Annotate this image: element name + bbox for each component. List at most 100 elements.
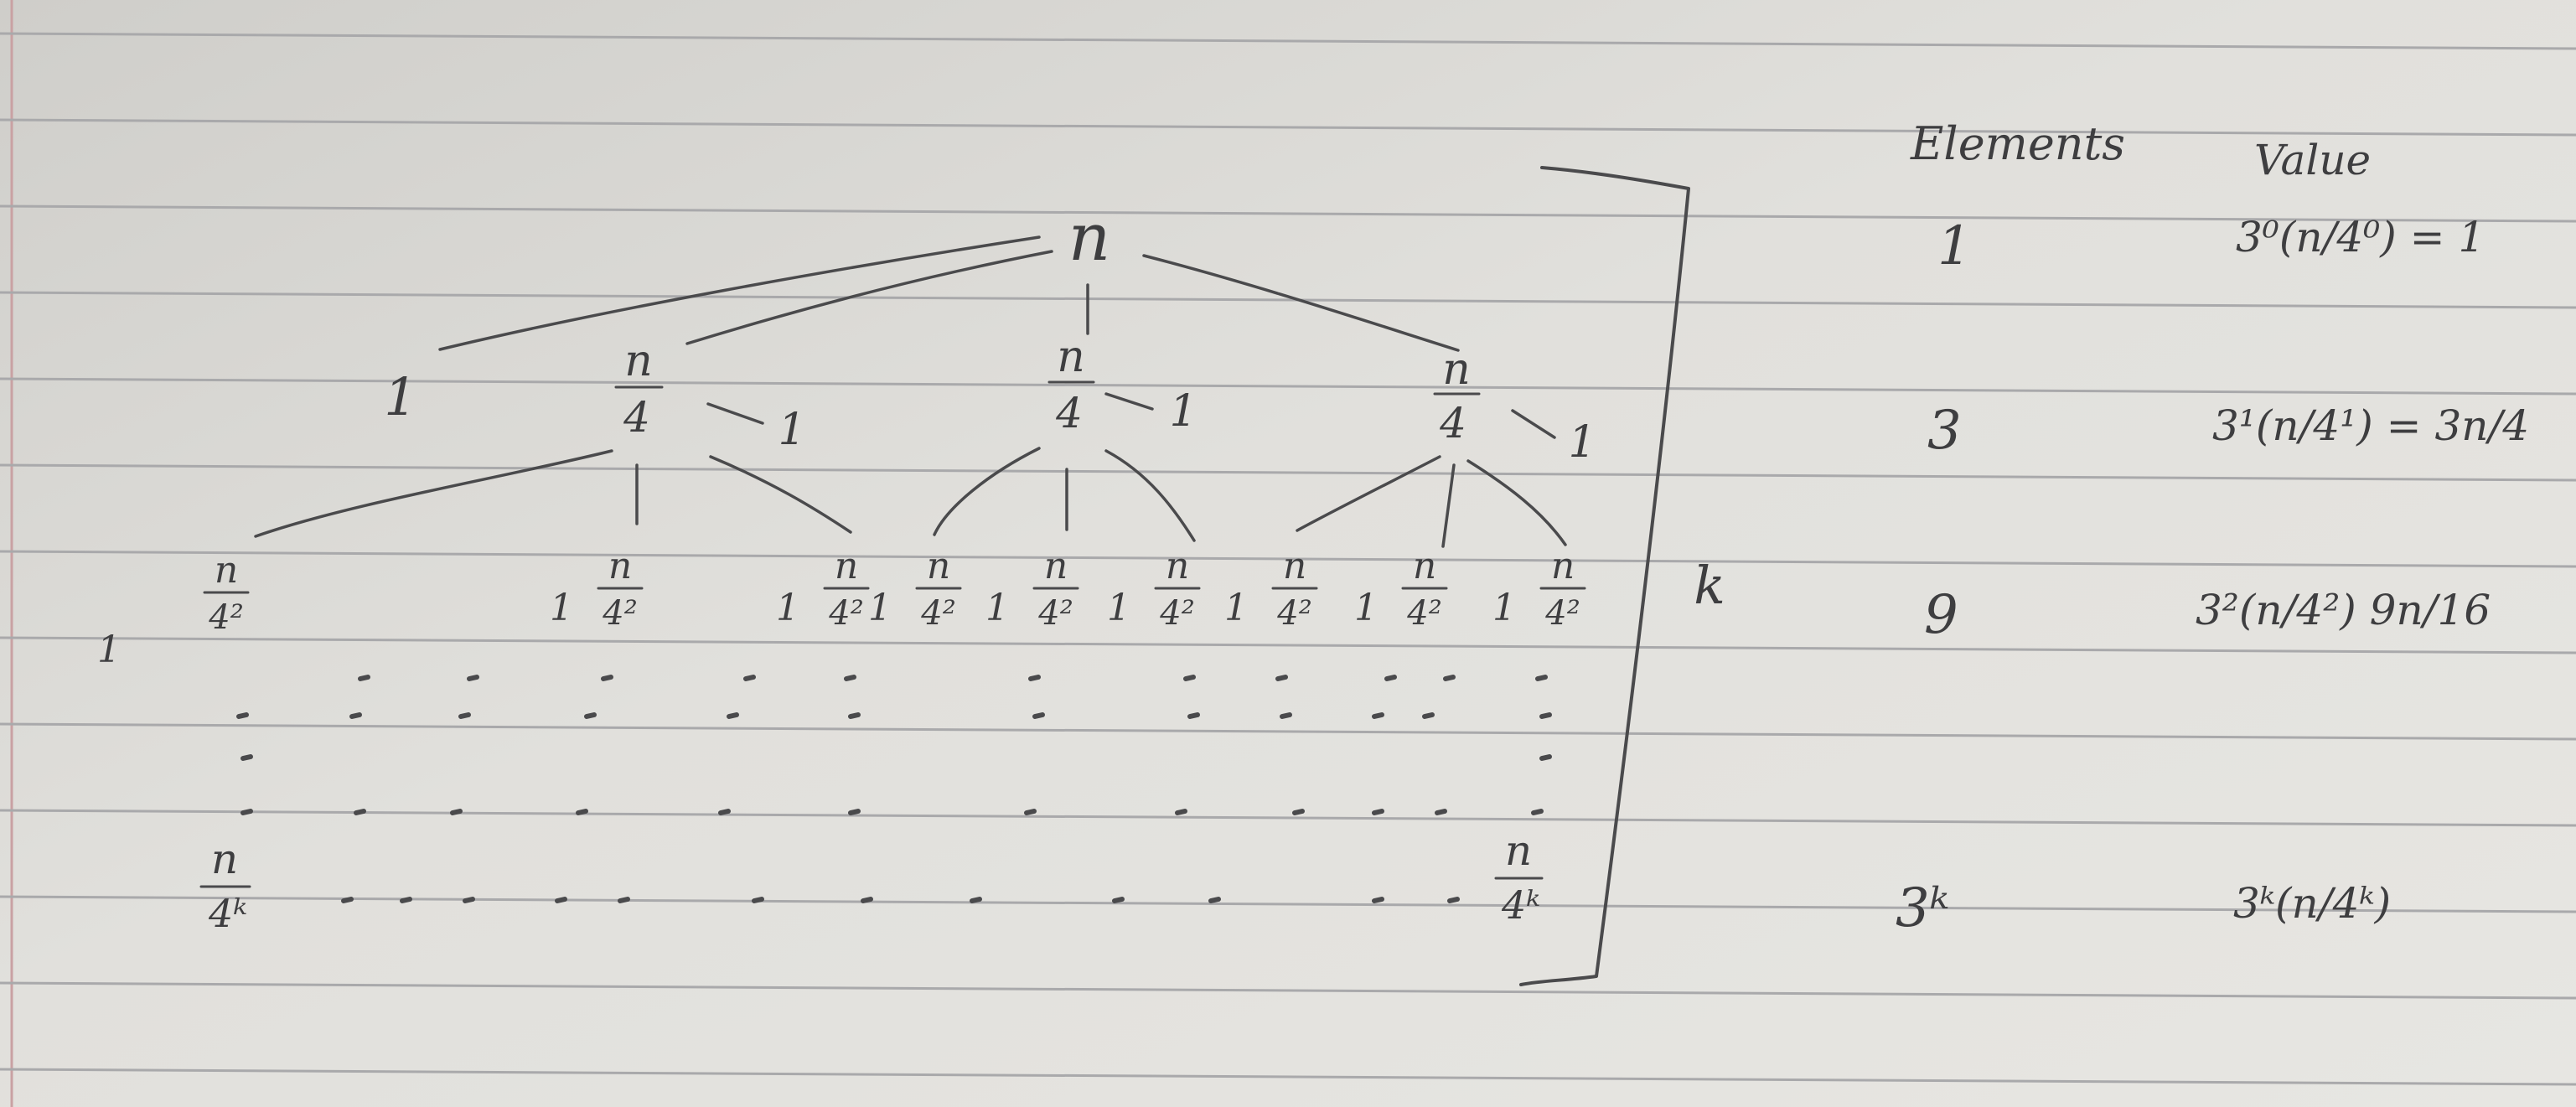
lk-node-right: n 4ᵏ [1494,826,1544,928]
ellipsis-dot [848,712,861,719]
ellipsis-dot [458,712,471,719]
l2-node-num: n [1413,545,1436,587]
ellipsis-dot [241,809,253,815]
l2-node-den: 4² [1406,594,1441,633]
ellipsis-dot [1275,675,1288,681]
ellipsis-dot [1183,675,1196,681]
edge-l1c-l2h [1441,463,1456,548]
ellipsis-dot [618,897,630,903]
ellipsis-dot [450,809,463,815]
ellipsis-dot [1447,897,1460,903]
root-node: n [1068,200,1110,276]
l1-cost-left-b: 1 [778,405,805,455]
ellipsis-dot [1187,712,1200,719]
ellipsis-dot [1539,712,1552,719]
l2-node-num: n [1283,545,1306,587]
ruled-lines [0,32,2576,1086]
ellipsis-dot [1280,712,1292,719]
ellipsis-dot [601,675,613,681]
row3-elements: 9 [1924,584,1958,646]
l2-node-num: n [927,545,950,587]
l1-node-left-den: 4 [623,393,650,442]
ellipsis-dot [743,675,756,681]
ellipsis-dot [1208,897,1221,903]
rule-line [0,809,2576,827]
recursion-tree: n 1 n 4 1 n 4 1 n 4 1 n4²1n4²1n4²1n4²1n4… [97,166,1725,986]
l2-node-num: n [608,545,632,587]
l1-node-left: n 4 [614,336,664,442]
l2-node: n 4² 1 [97,549,250,671]
l2-node-num: n [1044,545,1068,587]
l1-cost-right: 1 [1568,417,1596,468]
lk-node-right-num: n [1505,826,1532,875]
ellipsis-dot [970,897,982,903]
row2-elements: 3 [1927,400,1962,462]
row2-value: 3¹(n/4¹) = 3n/4 [2212,401,2529,450]
l2-cost: 1 [776,587,799,629]
edge-l1-left-cost [706,402,764,425]
ellipsis-dot [861,897,873,903]
edge-l1a-l2c [709,455,852,534]
ellipsis-dot [354,809,366,815]
ellipsis-dot [1372,809,1384,815]
l2-node-den: 4² [208,598,243,637]
row4-elements: 3ᵏ [1896,877,1949,939]
ellipsis-dot [584,712,597,719]
ellipsis-dot [1384,675,1397,681]
ellipsis-dot [1372,712,1384,719]
lk-node-left-den: 4ᵏ [208,891,247,936]
l2-node-den: 4² [828,594,863,633]
ellipsis-dot [1032,712,1045,719]
ellipsis-dot [349,712,362,719]
l2-node-den: 4² [1276,594,1311,633]
rule-line [0,550,2576,568]
l2-node-num: n [1166,545,1189,587]
rule-line [0,895,2576,913]
edge-root-cost [438,235,1041,351]
l1-node-mid-num: n [1057,332,1085,382]
lk-node-left: n 4ᵏ [199,835,251,936]
row1-elements: 1 [1937,215,1972,277]
ellipsis-dot [576,809,588,815]
l2-node-num: n [215,549,238,592]
l2-cost: 1 [1492,587,1516,629]
l1-node-right: n 4 [1433,344,1481,447]
edge-l1b-l2f [1104,449,1196,542]
l2-node-den: 4² [602,594,637,633]
depth-bracket [1519,166,1690,986]
header-elements: Elements [1910,117,2125,170]
ellipsis-dot [463,897,475,903]
l1-node-left-num: n [624,336,653,386]
l2-cost: 1 [97,629,121,671]
edge-l1-right-cost [1511,409,1556,439]
ellipsis-dot [467,675,479,681]
ellipsis-dot [555,897,567,903]
l2-cost: 1 [1107,587,1130,629]
ellipsis-dot [1422,712,1435,719]
depth-label: k [1694,555,1725,616]
ellipsis-dot [1535,675,1548,681]
ellipsis-dots [236,675,1552,903]
ellipsis-dot [848,809,861,815]
edge-l1a-l2a [254,449,613,538]
rule-line [0,463,2576,482]
l2-node: n 4² 1 [1354,545,1448,633]
ellipsis-dot [1112,897,1125,903]
l1-node-mid-den: 4 [1055,389,1083,437]
header-value: Value [2254,136,2371,184]
edge-root-left [685,250,1053,345]
ellipsis-dot [1435,809,1447,815]
l2-node-den: 4² [1544,594,1580,633]
l2-cost: 1 [1354,587,1378,629]
l1-node-mid: n 4 [1047,332,1095,437]
ellipsis-dot [400,897,412,903]
ellipsis-dot [1372,897,1384,903]
rule-line [0,377,2576,396]
rule-line [0,722,2576,741]
lk-node-right-den: 4ᵏ [1501,882,1540,928]
